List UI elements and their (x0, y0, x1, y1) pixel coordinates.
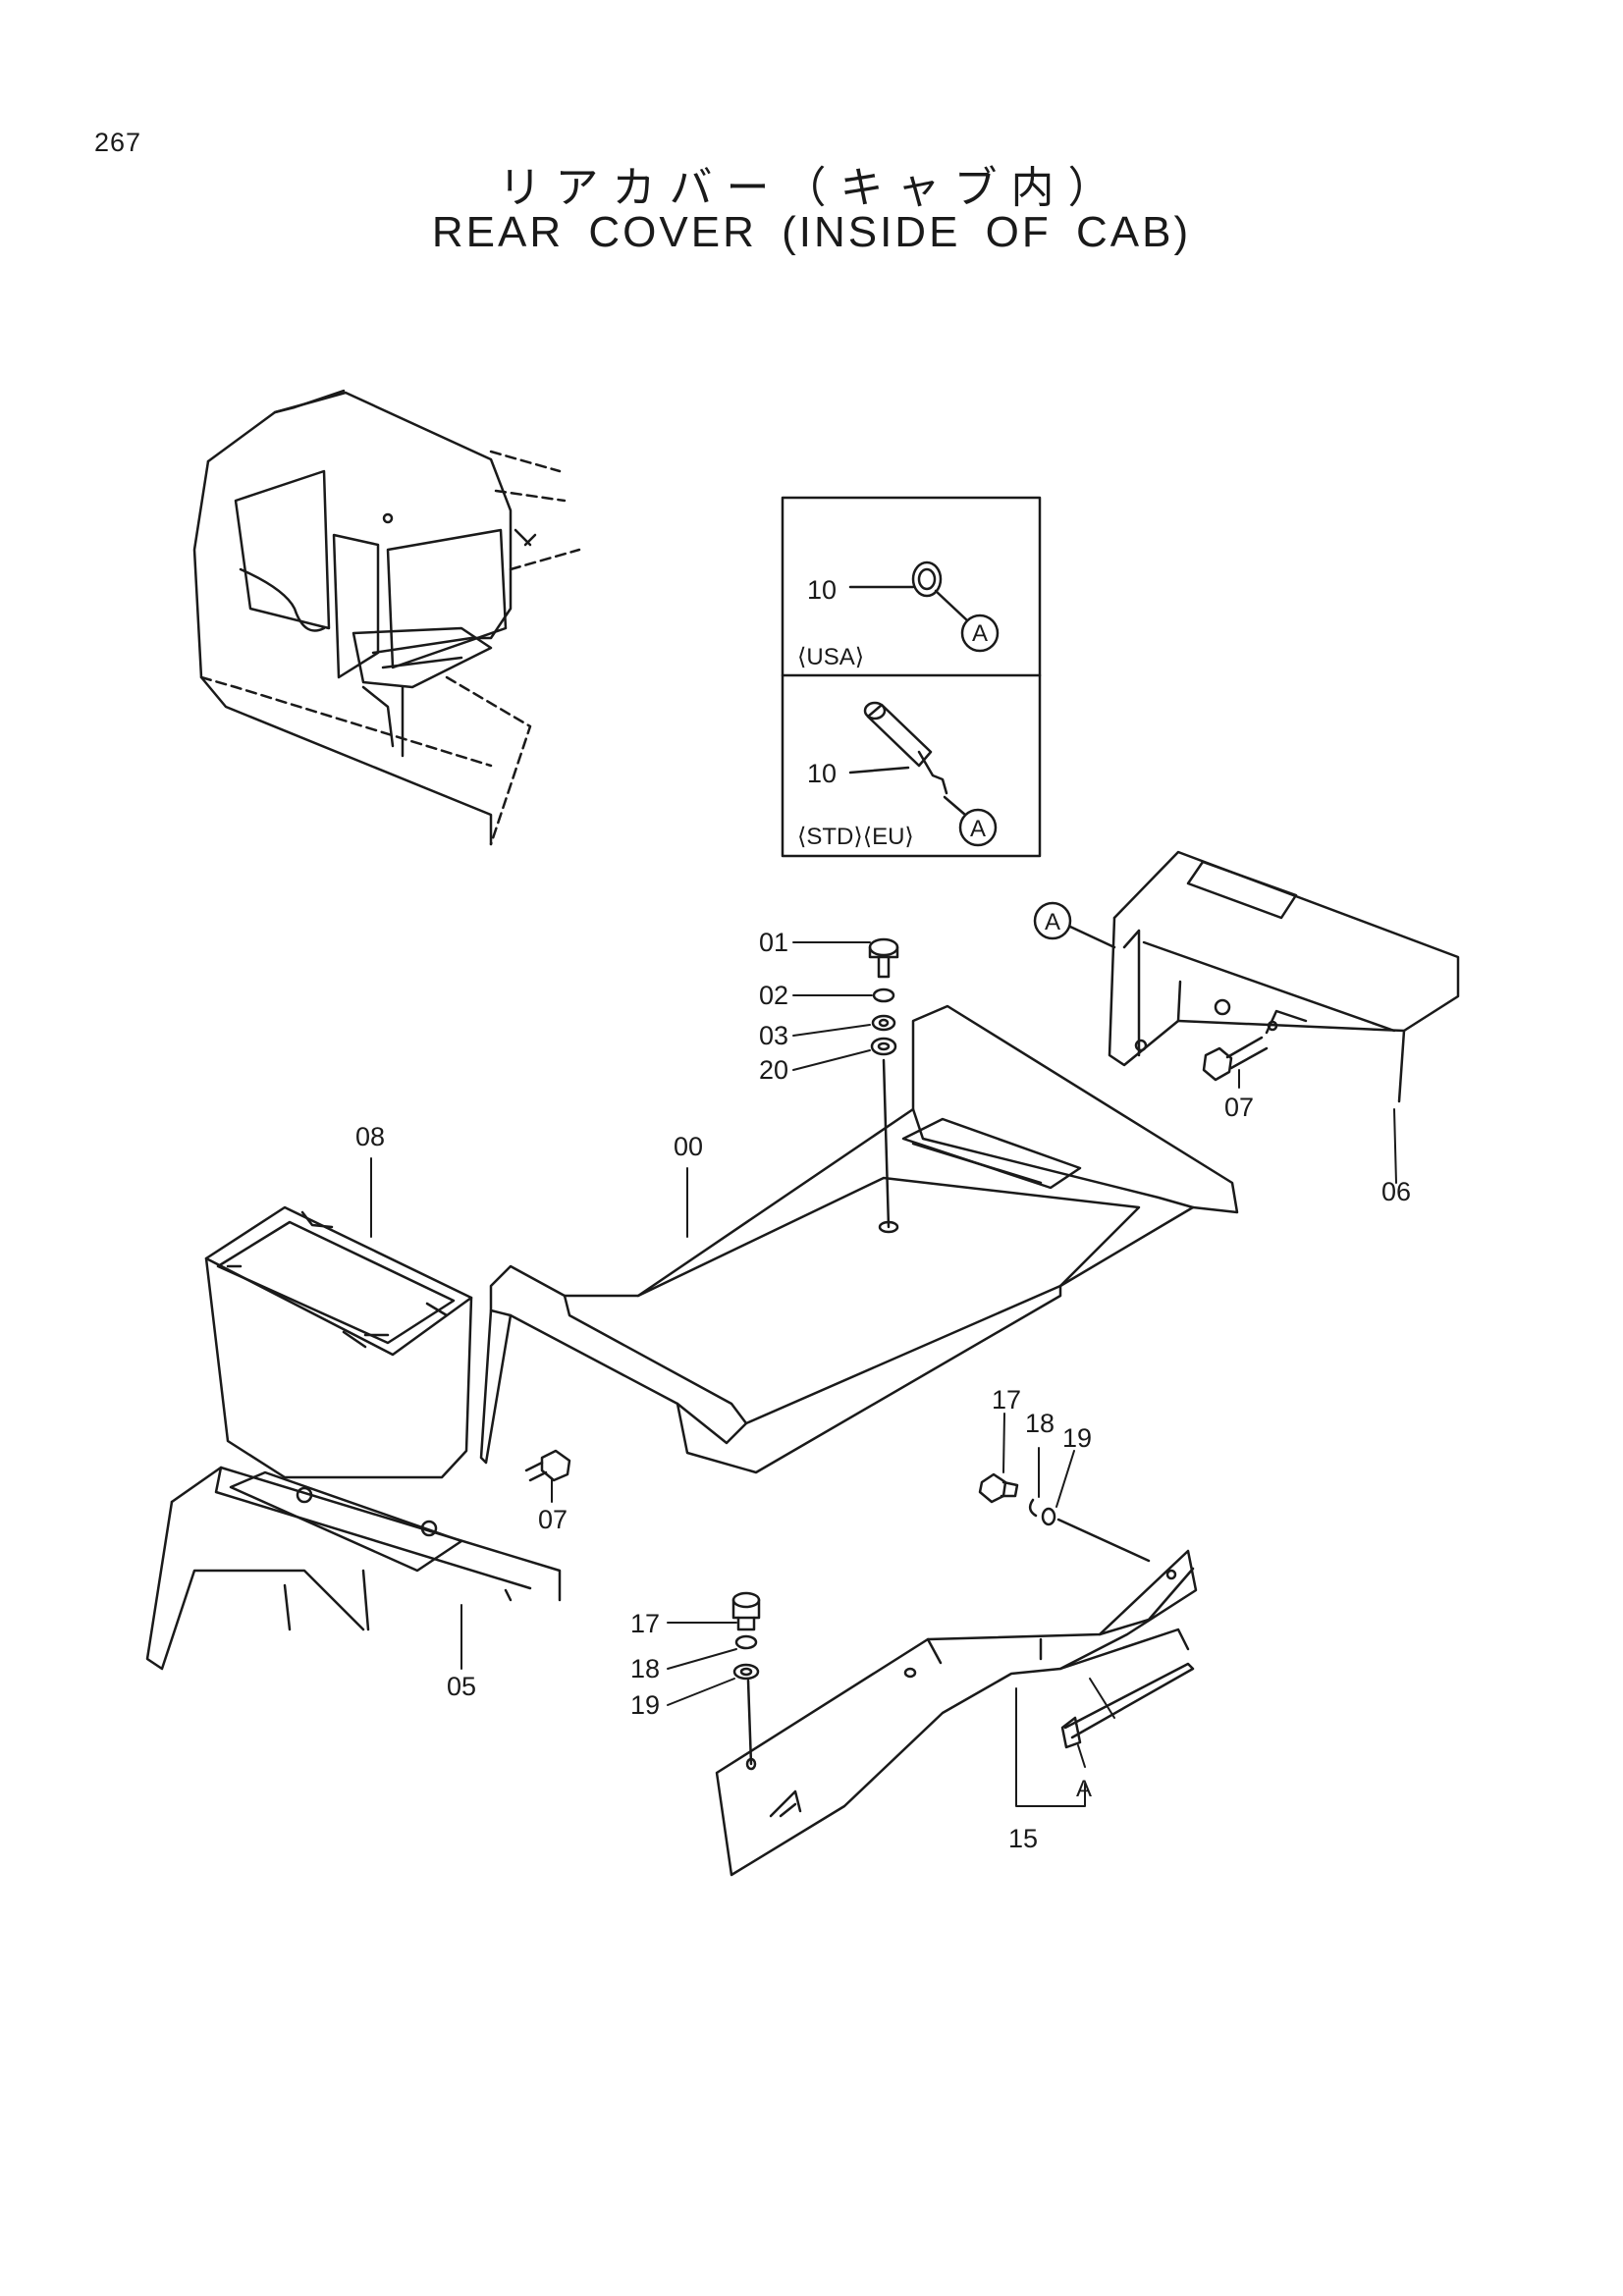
callout-19-upper: 19 (1062, 1423, 1092, 1453)
label-std-eu: ⟨STD⟩⟨EU⟩ (797, 824, 914, 850)
callout-05: 05 (447, 1672, 476, 1701)
label-usa: ⟨USA⟩ (797, 644, 864, 670)
part-07-bolt-right (1202, 1020, 1278, 1082)
callout-03: 03 (759, 1021, 788, 1050)
callout-01: 01 (759, 928, 788, 957)
fastener-set-17-18-19-lower (731, 1591, 761, 1681)
callout-15: 15 (1008, 1824, 1038, 1853)
fastener-stack-01-02-03-20 (868, 937, 899, 1056)
callout-18-upper: 18 (1025, 1409, 1055, 1438)
callout-00: 00 (674, 1132, 703, 1161)
callout-17-upper: 17 (992, 1385, 1021, 1415)
part-06-rear-cover-right (1033, 850, 1460, 1103)
callout-18-lower: 18 (630, 1654, 660, 1683)
variant-inset-box (781, 496, 1042, 858)
fastener-set-17-18-19-upper (978, 1472, 1151, 1563)
ref-a-bracket: A (1076, 1776, 1092, 1802)
callout-07-right: 07 (1224, 1093, 1254, 1122)
cab-overview-illustration (192, 389, 581, 846)
title-japanese: リアカバー（キャブ内） (498, 163, 1125, 213)
callout-leader-lines (370, 941, 1397, 1807)
connector-std-eu-illustration (848, 701, 998, 847)
part-05-left-base (145, 1466, 562, 1671)
ref-a-rear-cover: A (1045, 909, 1060, 935)
callout-17-lower: 17 (630, 1609, 660, 1638)
callout-10-std-eu: 10 (807, 759, 837, 788)
ref-a-std-eu: A (970, 816, 986, 842)
callout-02: 02 (759, 981, 788, 1010)
callout-06: 06 (1381, 1177, 1411, 1206)
callout-20: 20 (759, 1055, 788, 1085)
part-15-bracket (715, 1549, 1198, 1877)
ref-a-usa: A (972, 620, 988, 647)
callout-10-usa: 10 (807, 575, 837, 605)
callout-07-left: 07 (538, 1505, 568, 1534)
part-00-main-tray (479, 1004, 1239, 1474)
title-english: REAR COVER (INSIDE OF CAB) (431, 208, 1192, 256)
callout-19-lower: 19 (630, 1690, 660, 1720)
page-number: 267 (94, 128, 142, 157)
callout-08: 08 (355, 1122, 385, 1151)
plug-usa-illustration (848, 561, 1000, 653)
part-07-bolt-left (524, 1449, 571, 1482)
part-08-storage-box (204, 1205, 473, 1479)
